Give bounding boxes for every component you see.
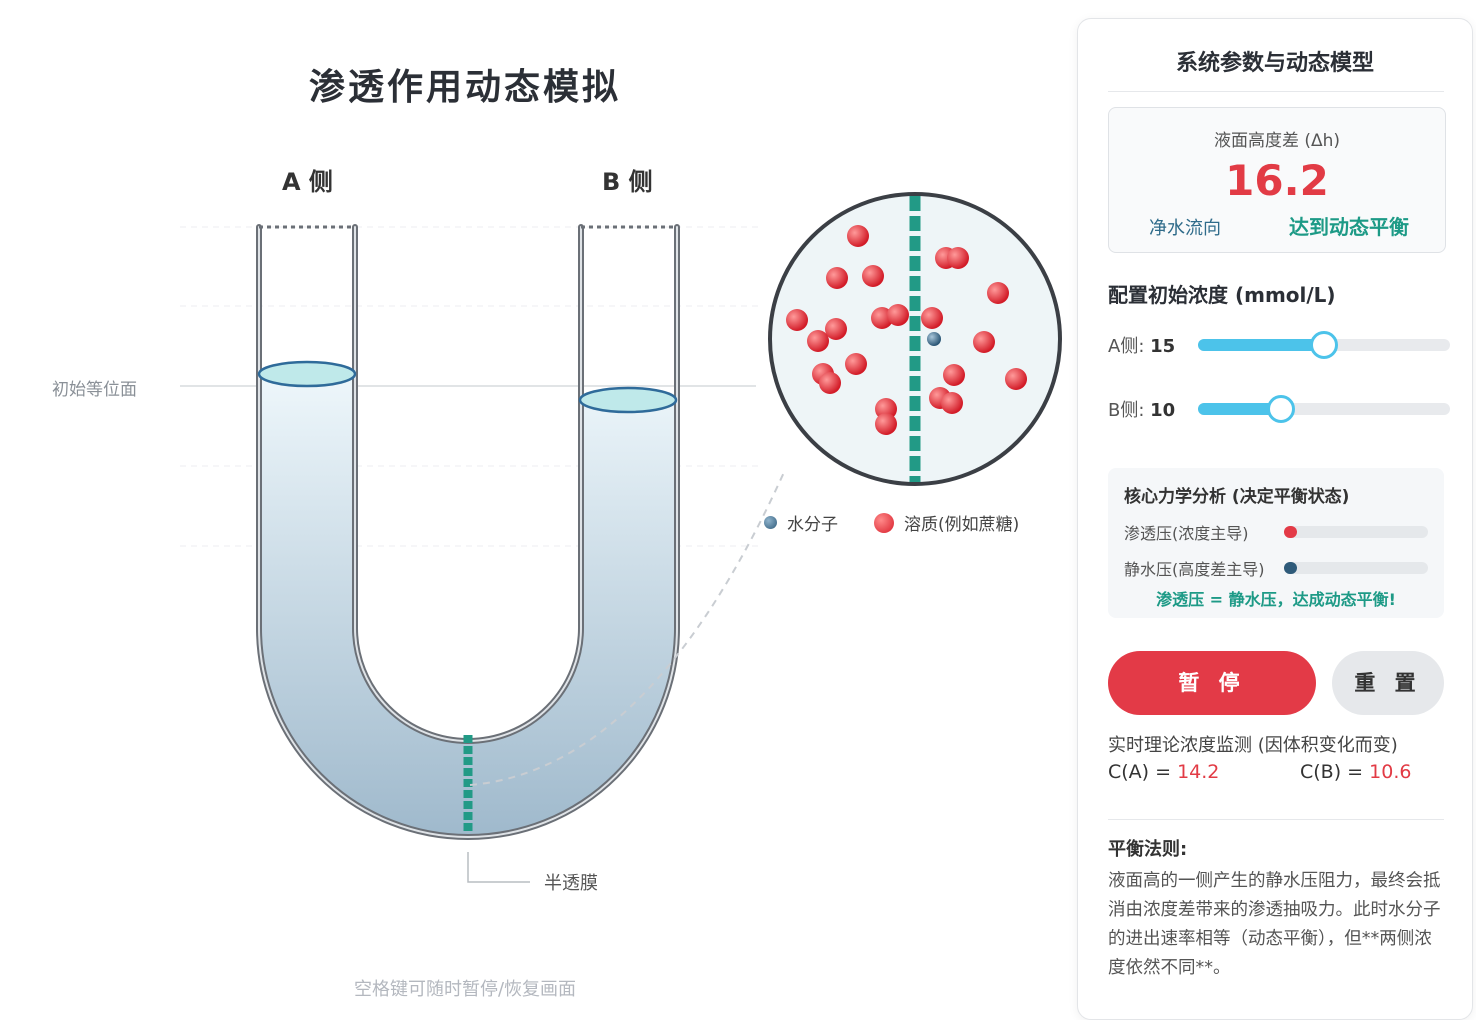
osmotic-pressure-label: 渗透压(浓度主导) (1124, 524, 1249, 543)
water-molecule (927, 332, 941, 346)
guide-lines (180, 226, 760, 547)
legend-solute: 溶质(例如蔗糖) (874, 510, 1019, 535)
solute-molecule (825, 318, 847, 340)
solute-molecule (941, 392, 963, 414)
solute-molecule (845, 353, 867, 375)
water-molecule-icon (764, 516, 777, 529)
analysis-note: 渗透压 = 静水压，达成动态平衡! (1156, 590, 1396, 609)
hydrostatic-pressure-bar (1284, 562, 1428, 574)
force-analysis-box: 核心力学分析 (决定平衡状态) 渗透压(浓度主导) 静水压(高度差主导) 渗透压… (1108, 468, 1444, 618)
solute-molecule (826, 267, 848, 289)
keyboard-hint: 空格键可随时暂停/恢复画面 (353, 979, 577, 1000)
legend-solute-label: 溶质(例如蔗糖) (904, 515, 1020, 535)
concentration-a: C(A) = 14.2 (1108, 761, 1219, 783)
page-title: 渗透作用动态模拟 (308, 67, 621, 108)
height-diff-label: 液面高度差 (Δh) (1213, 131, 1341, 151)
side-a-label: A 侧 (282, 168, 333, 196)
divider (1108, 819, 1444, 820)
concentration-b-label: C(B) = (1300, 761, 1370, 783)
solute-molecule (1005, 368, 1027, 390)
osmotic-pressure-bar (1284, 526, 1428, 538)
slider-a-fill (1198, 339, 1324, 351)
pause-button[interactable]: 暂 停 (1108, 651, 1316, 715)
panel-title: 系统参数与动态模型 (1175, 51, 1374, 76)
slider-b[interactable] (1198, 395, 1450, 423)
u-tube-stage (180, 192, 1062, 883)
solute-molecule (862, 265, 884, 287)
divider (1108, 91, 1444, 92)
net-flow-label: 净水流向 (1149, 218, 1221, 239)
slider-a-value: 15 (1150, 336, 1176, 357)
legend-water: 水分子 (764, 510, 838, 535)
slider-a-label: A侧: 15 (1108, 332, 1175, 358)
concentration-b: C(B) = 10.6 (1300, 761, 1411, 783)
surface-b (578, 386, 678, 414)
equilibrium-status: 达到动态平衡 (1289, 215, 1409, 239)
slider-b-value: 10 (1150, 400, 1176, 421)
config-title: 配置初始浓度 (mmol/L) (1108, 283, 1336, 307)
slider-a[interactable] (1198, 331, 1450, 359)
reset-button[interactable]: 重 置 (1332, 651, 1444, 715)
concentration-monitor-title: 实时理论浓度监测 (因体积变化而变) (1108, 735, 1398, 756)
height-diff-value: 16.2 (1225, 156, 1329, 205)
initial-level-label: 初始等位面 (52, 380, 137, 400)
solute-molecule (947, 247, 969, 269)
analysis-title: 核心力学分析 (决定平衡状态) (1124, 487, 1350, 507)
hydrostatic-pressure-fill (1284, 562, 1297, 574)
zoom-connector (469, 469, 786, 786)
osmotic-pressure-fill (1284, 526, 1297, 538)
legend-water-label: 水分子 (787, 515, 838, 535)
solute-molecule (973, 331, 995, 353)
law-text: 液面高的一侧产生的静水压阻力，最终会抵消由浓度差带来的渗透抽吸力。此时水分子的进… (1108, 871, 1441, 978)
side-b-label: B 侧 (602, 168, 653, 196)
height-diff-card: 液面高度差 (Δh) 16.2 净水流向 达到动态平衡 (1108, 107, 1446, 253)
solute-molecules (786, 225, 1027, 435)
control-panel: 系统参数与动态模型 液面高度差 (Δh) 16.2 净水流向 达到动态平衡 配置… (1077, 18, 1473, 1020)
solute-molecule-icon (874, 512, 894, 533)
concentration-a-value: 14.2 (1177, 761, 1220, 783)
concentration-a-label: C(A) = (1108, 761, 1178, 783)
water-fill (259, 374, 677, 837)
solute-molecule (875, 413, 897, 435)
slider-b-thumb[interactable] (1267, 395, 1296, 423)
solute-molecule (887, 304, 909, 326)
solute-molecule (987, 282, 1009, 304)
solute-molecule (847, 225, 869, 247)
concentration-b-value: 10.6 (1369, 761, 1412, 783)
membrane-pointer (467, 852, 530, 883)
surface-a (257, 360, 357, 388)
magnifier-view (768, 192, 1062, 486)
solute-molecule (921, 307, 943, 329)
solute-molecule (786, 309, 808, 331)
law-title: 平衡法则: (1108, 839, 1188, 860)
slider-a-thumb[interactable] (1310, 331, 1338, 359)
hydrostatic-pressure-label: 静水压(高度差主导) (1124, 560, 1265, 579)
solute-molecule (943, 364, 965, 386)
solute-molecule (807, 330, 829, 352)
membrane-label: 半透膜 (544, 873, 598, 894)
slider-b-label: B侧: 10 (1108, 396, 1175, 422)
slider-b-name: B侧: (1108, 400, 1145, 421)
solute-molecule (819, 372, 841, 394)
slider-a-name: A侧: (1108, 336, 1145, 357)
slider-b-fill (1198, 403, 1282, 415)
